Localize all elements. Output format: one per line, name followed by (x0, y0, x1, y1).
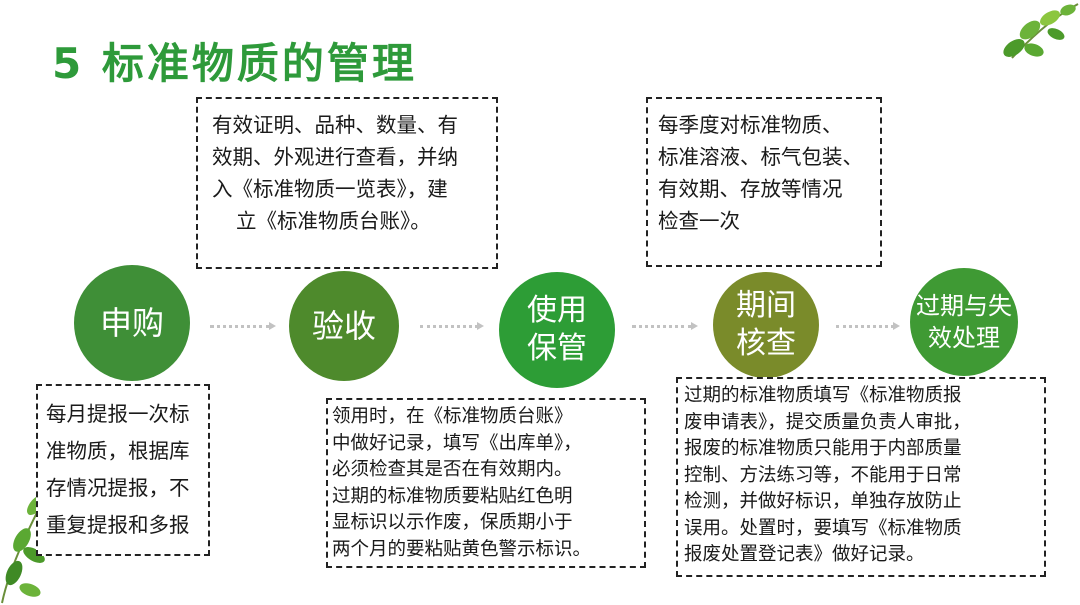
step-label: 保管 (527, 330, 587, 368)
acceptance-description-box: 有效证明、品种、数量、有 效期、外观进行查看，并纳 入《标准物质一览表》，建 立… (196, 97, 498, 269)
step-label: 验收 (312, 306, 376, 346)
check-line: 有效期、存放等情况 (658, 173, 870, 205)
purchase-description-box: 每月提报一次标 准物质，根据库 存情况提报，不 重复提报和多报 (36, 384, 210, 556)
flow-arrow (420, 325, 478, 328)
purchase-line: 准物质，根据库 (46, 433, 200, 470)
purchase-line: 存情况提报，不 (46, 470, 200, 507)
expired-line: 报废处置登记表》做好记录。 (684, 542, 1038, 569)
flow-arrow (210, 325, 270, 328)
usage-line: 过期的标准物质要粘贴红色明 (332, 484, 640, 511)
step-label: 申购 (100, 303, 164, 343)
periodic-check-description-box: 每季度对标准物质、 标准溶液、标气包装、 有效期、存放等情况 检查一次 (646, 97, 882, 267)
usage-line: 领用时，在《标准物质台账》 (332, 404, 640, 431)
acceptance-line: 效期、外观进行查看，并纳 (212, 141, 482, 173)
check-line: 检查一次 (658, 205, 870, 237)
purchase-line: 每月提报一次标 (46, 396, 200, 433)
purchase-line: 重复提报和多报 (46, 507, 200, 544)
page-title: 5 标准物质的管理 (52, 30, 417, 91)
step-acceptance-circle: 验收 (289, 271, 399, 381)
check-line: 每季度对标准物质、 (658, 109, 870, 141)
step-usage-circle: 使用 保管 (499, 272, 615, 388)
expired-line: 废申请表》，提交质量负责人审批， (684, 410, 1038, 437)
acceptance-line: 入《标准物质一览表》，建 (212, 173, 482, 205)
usage-line: 两个月的要粘贴黄色警示标识。 (332, 537, 640, 564)
step-expired-circle: 过期与失 效处理 (910, 268, 1018, 376)
usage-line: 必须检查其是否在有效期内。 (332, 457, 640, 484)
step-check-circle: 期间 核查 (713, 272, 819, 378)
acceptance-line: 立《标准物质台账》。 (212, 205, 482, 237)
acceptance-line: 有效证明、品种、数量、有 (212, 109, 482, 141)
expired-line: 误用。处置时，要填写《标准物质 (684, 516, 1038, 543)
usage-line: 显标识以示作废，保质期小于 (332, 510, 640, 537)
step-label: 核查 (736, 325, 796, 363)
step-label: 期间 (736, 287, 796, 325)
flow-arrow (632, 325, 692, 328)
flow-arrow (836, 325, 894, 328)
expired-line: 过期的标准物质填写《标准物质报 (684, 383, 1038, 410)
expired-line: 检测，并做好标识，单独存放防止 (684, 489, 1038, 516)
expired-description-box: 过期的标准物质填写《标准物质报 废申请表》，提交质量负责人审批， 报废的标准物质… (676, 377, 1046, 577)
usage-line: 中做好记录，填写《出库单》， (332, 431, 640, 458)
expired-line: 报废的标准物质只能用于内部质量 (684, 436, 1038, 463)
usage-description-box: 领用时，在《标准物质台账》 中做好记录，填写《出库单》， 必须检查其是否在有效期… (326, 398, 646, 568)
check-line: 标准溶液、标气包装、 (658, 141, 870, 173)
expired-line: 控制、方法练习等，不能用于日常 (684, 463, 1038, 490)
leaf-branch-icon (990, 0, 1080, 70)
step-label: 过期与失 (916, 290, 1012, 322)
step-label: 效处理 (928, 322, 1000, 354)
step-label: 使用 (527, 292, 587, 330)
step-purchase-circle: 申购 (74, 265, 190, 381)
